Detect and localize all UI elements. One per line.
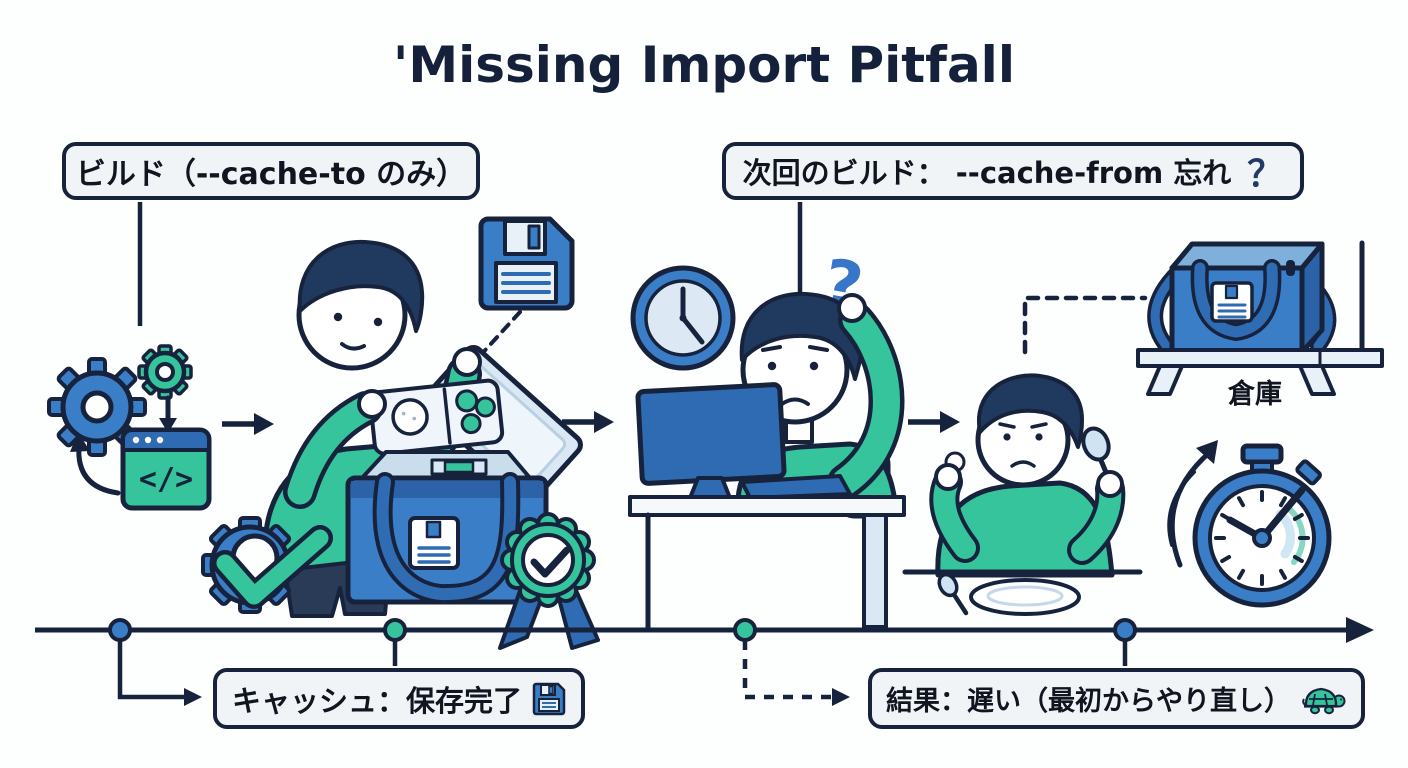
small-spoon-icon [937,572,969,616]
floppy-to-cooler-dashed-line [476,310,522,360]
cache-saved-connector [117,640,186,700]
empty-plate-icon [969,578,1081,616]
turtle-icon [1302,687,1346,714]
monitor-icon [635,382,787,500]
code-glyph: </> [139,462,193,497]
cache-saved-label-text: キャッシュ：保存完了 [231,683,522,718]
timeline-arrowhead [1346,617,1374,643]
gear-icon [137,344,193,400]
result-label-box: 結果：遅い（最初からやり直し） [868,668,1365,729]
gear-check-icon [201,516,333,614]
timeline-dot-cache-saved [383,618,407,642]
timeline [35,617,1374,706]
floppy-logo-icon [1210,281,1254,323]
dashed-link-to-warehouse [1022,295,1148,355]
cache-saved-label-box: キャッシュ：保存完了 [213,668,585,729]
stored-cooler-bag-icon [1147,241,1337,356]
timeline-dot-result [1113,618,1137,642]
bento-box-icon [368,378,505,456]
result-dashed-connector [742,640,834,700]
floppy-logo-icon [408,516,460,570]
curved-arrow-icon [70,432,121,496]
floppy-disk-icon [478,216,575,311]
hair [297,239,425,333]
build-label-text: ビルド（--cache-to のみ） [75,157,467,192]
flow-arrow [562,411,614,433]
next-build-question-mark: ？ [1247,154,1284,195]
arrow-down-icon [159,395,177,433]
developer-packing-cache [201,216,600,650]
check-badge-icon [498,512,600,650]
build-label-box: ビルド（--cache-to のみ） [62,142,480,200]
floppy-disk-icon [532,682,566,715]
cache-cooler-bag [345,450,549,605]
stopwatch-icon [1167,440,1332,608]
code-window-icon: </> [120,427,212,511]
warehouse-shelf [1022,240,1384,396]
confused-developer-at-computer: ? [628,244,906,631]
next-build-label-text: 次回のビルド： --cache-from 忘れ [742,156,1232,190]
timeline-dot-build [108,618,132,642]
result-label-text: 結果：遅い（最初からやり直し） [886,686,1291,717]
page-title: 'Missing Import Pitfall [393,36,1015,94]
clock-icon [630,265,736,371]
timeline-dot-next-build [733,618,757,642]
next-build-label-box: 次回のビルド： --cache-from 忘れ ？ [722,142,1304,200]
waiting-developer-empty-plate [902,373,1143,616]
keyboard [740,474,852,500]
flow-arrow [222,413,274,435]
desk [628,495,906,631]
warehouse-label: 倉庫 [1228,379,1282,410]
flow-arrow [908,411,960,433]
build-gears-icon: </> [47,344,212,511]
